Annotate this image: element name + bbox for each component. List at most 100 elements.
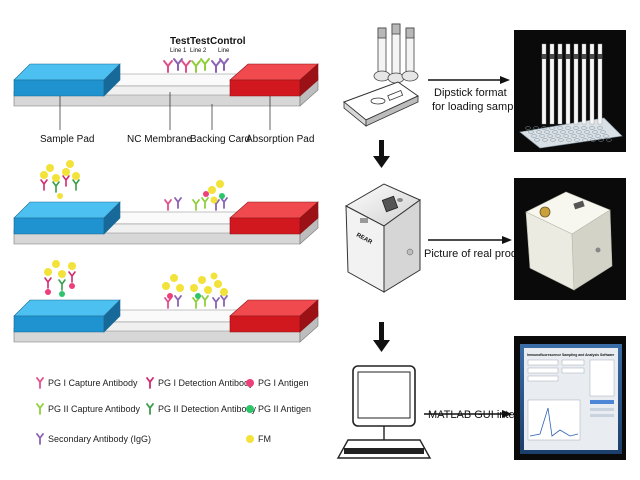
well [541, 126, 547, 130]
well [582, 138, 588, 142]
dipstick-caption-line1: Dipstick format [434, 87, 507, 99]
well [544, 130, 550, 134]
bound-fm-clusters-3 [162, 272, 228, 299]
well [555, 134, 561, 138]
well [574, 138, 580, 142]
legend-dot-icon [246, 379, 254, 387]
strip-diagram-2 [13, 160, 319, 245]
down-arrow-2 [373, 322, 390, 352]
computer-illustration: MATLAB GUI interface [336, 365, 539, 459]
legend-antibody-icon [36, 433, 44, 445]
sample-pad [13, 63, 121, 81]
legend-antibody-icon [36, 377, 44, 389]
strip-diagram-1: Test Line 1 Test Line 2 Control Line Sam… [13, 36, 319, 145]
well [560, 130, 566, 134]
strip-2-lines [164, 197, 228, 211]
fm-conjugates-1 [40, 160, 80, 199]
well [552, 130, 558, 134]
well [542, 138, 548, 142]
legend-antibody-icon [146, 377, 154, 389]
test-line-2-antibodies [191, 58, 210, 73]
gui-window-title: Immunofluorescence Sampling and Analysis… [527, 353, 614, 357]
absorption-pad-label: Absorption Pad [246, 134, 314, 145]
control-line-bound-fm-2 [203, 180, 225, 204]
legend-label: FM [258, 434, 271, 444]
legend-label: PG II Capture Antibody [48, 404, 141, 414]
well [531, 134, 537, 138]
well [568, 130, 574, 134]
legend-label: Secondary Antibody (IgG) [48, 434, 151, 444]
legend-item: PG II Antigen [246, 404, 311, 414]
well [528, 130, 534, 134]
well [589, 126, 595, 130]
legend-item: PG I Capture Antibody [36, 377, 138, 389]
well [539, 134, 545, 138]
well [563, 134, 569, 138]
legend-dot-icon [246, 435, 254, 443]
well [598, 138, 604, 142]
well [581, 126, 587, 130]
backing-card-label: Backing Card [190, 134, 250, 145]
leader-lines [59, 92, 271, 130]
test-line-2-label: Test [190, 36, 210, 47]
legend: PG I Capture Antibody PG I Detection Anti… [36, 377, 311, 445]
fm-antigen-complexes [44, 260, 76, 297]
well [573, 126, 579, 130]
test-line-1-sublabel: Line 1 [170, 48, 187, 54]
control-line-sublabel: Line [218, 48, 230, 54]
well [571, 134, 577, 138]
legend-item: PG I Detection Antibody [146, 377, 254, 389]
control-line-antibodies [211, 58, 229, 73]
photo-dipstick-plate [514, 30, 626, 152]
legend-label: PG II Detection Antibody [158, 404, 257, 414]
strip-diagram-3 [13, 260, 319, 343]
well [600, 130, 606, 134]
well [590, 138, 596, 142]
well [595, 134, 601, 138]
well [550, 138, 556, 142]
photo-real-product [514, 178, 626, 300]
legend-label: PG I Capture Antibody [48, 378, 138, 388]
dipstick-illustration: Dipstick format for loading sample [343, 23, 522, 127]
dipstick-caption-line2: for loading sample [432, 101, 522, 113]
well [549, 126, 555, 130]
legend-label: PG I Antigen [258, 378, 309, 388]
legend-dot-icon [246, 405, 254, 413]
well [584, 130, 590, 134]
well [566, 138, 572, 142]
well [558, 138, 564, 142]
well [603, 134, 609, 138]
legend-antibody-icon [36, 403, 44, 415]
well [565, 126, 571, 130]
well [547, 134, 553, 138]
well [579, 134, 585, 138]
well [597, 126, 603, 130]
legend-item: PG II Detection Antibody [146, 403, 257, 415]
legend-antibody-icon [146, 403, 154, 415]
reader-device-illustration: REAR Picture of real product [344, 183, 532, 293]
test-line-2-sublabel: Line 2 [190, 48, 207, 54]
well [533, 126, 539, 130]
legend-item: Secondary Antibody (IgG) [36, 433, 151, 445]
well [592, 130, 598, 134]
well [557, 126, 563, 130]
legend-item: FM [246, 434, 271, 444]
well [525, 126, 531, 130]
well [587, 134, 593, 138]
well [606, 138, 612, 142]
legend-label: PG II Antigen [258, 404, 311, 414]
test-line-1-antibodies [163, 58, 191, 73]
down-arrow-1 [373, 140, 390, 168]
photo-gui-screen: Immunofluorescence Sampling and Analysis… [514, 336, 626, 460]
well [534, 138, 540, 142]
real-product-caption: Picture of real product [424, 248, 532, 260]
legend-item: PG II Capture Antibody [36, 403, 141, 415]
legend-item: PG I Antigen [246, 378, 309, 388]
test-line-1-label: Test [170, 36, 190, 47]
well [536, 130, 542, 134]
gui-caption: MATLAB GUI interface [428, 409, 539, 421]
well [576, 130, 582, 134]
legend-label: PG I Detection Antibody [158, 378, 254, 388]
nc-membrane-label: NC Membrane [127, 134, 192, 145]
